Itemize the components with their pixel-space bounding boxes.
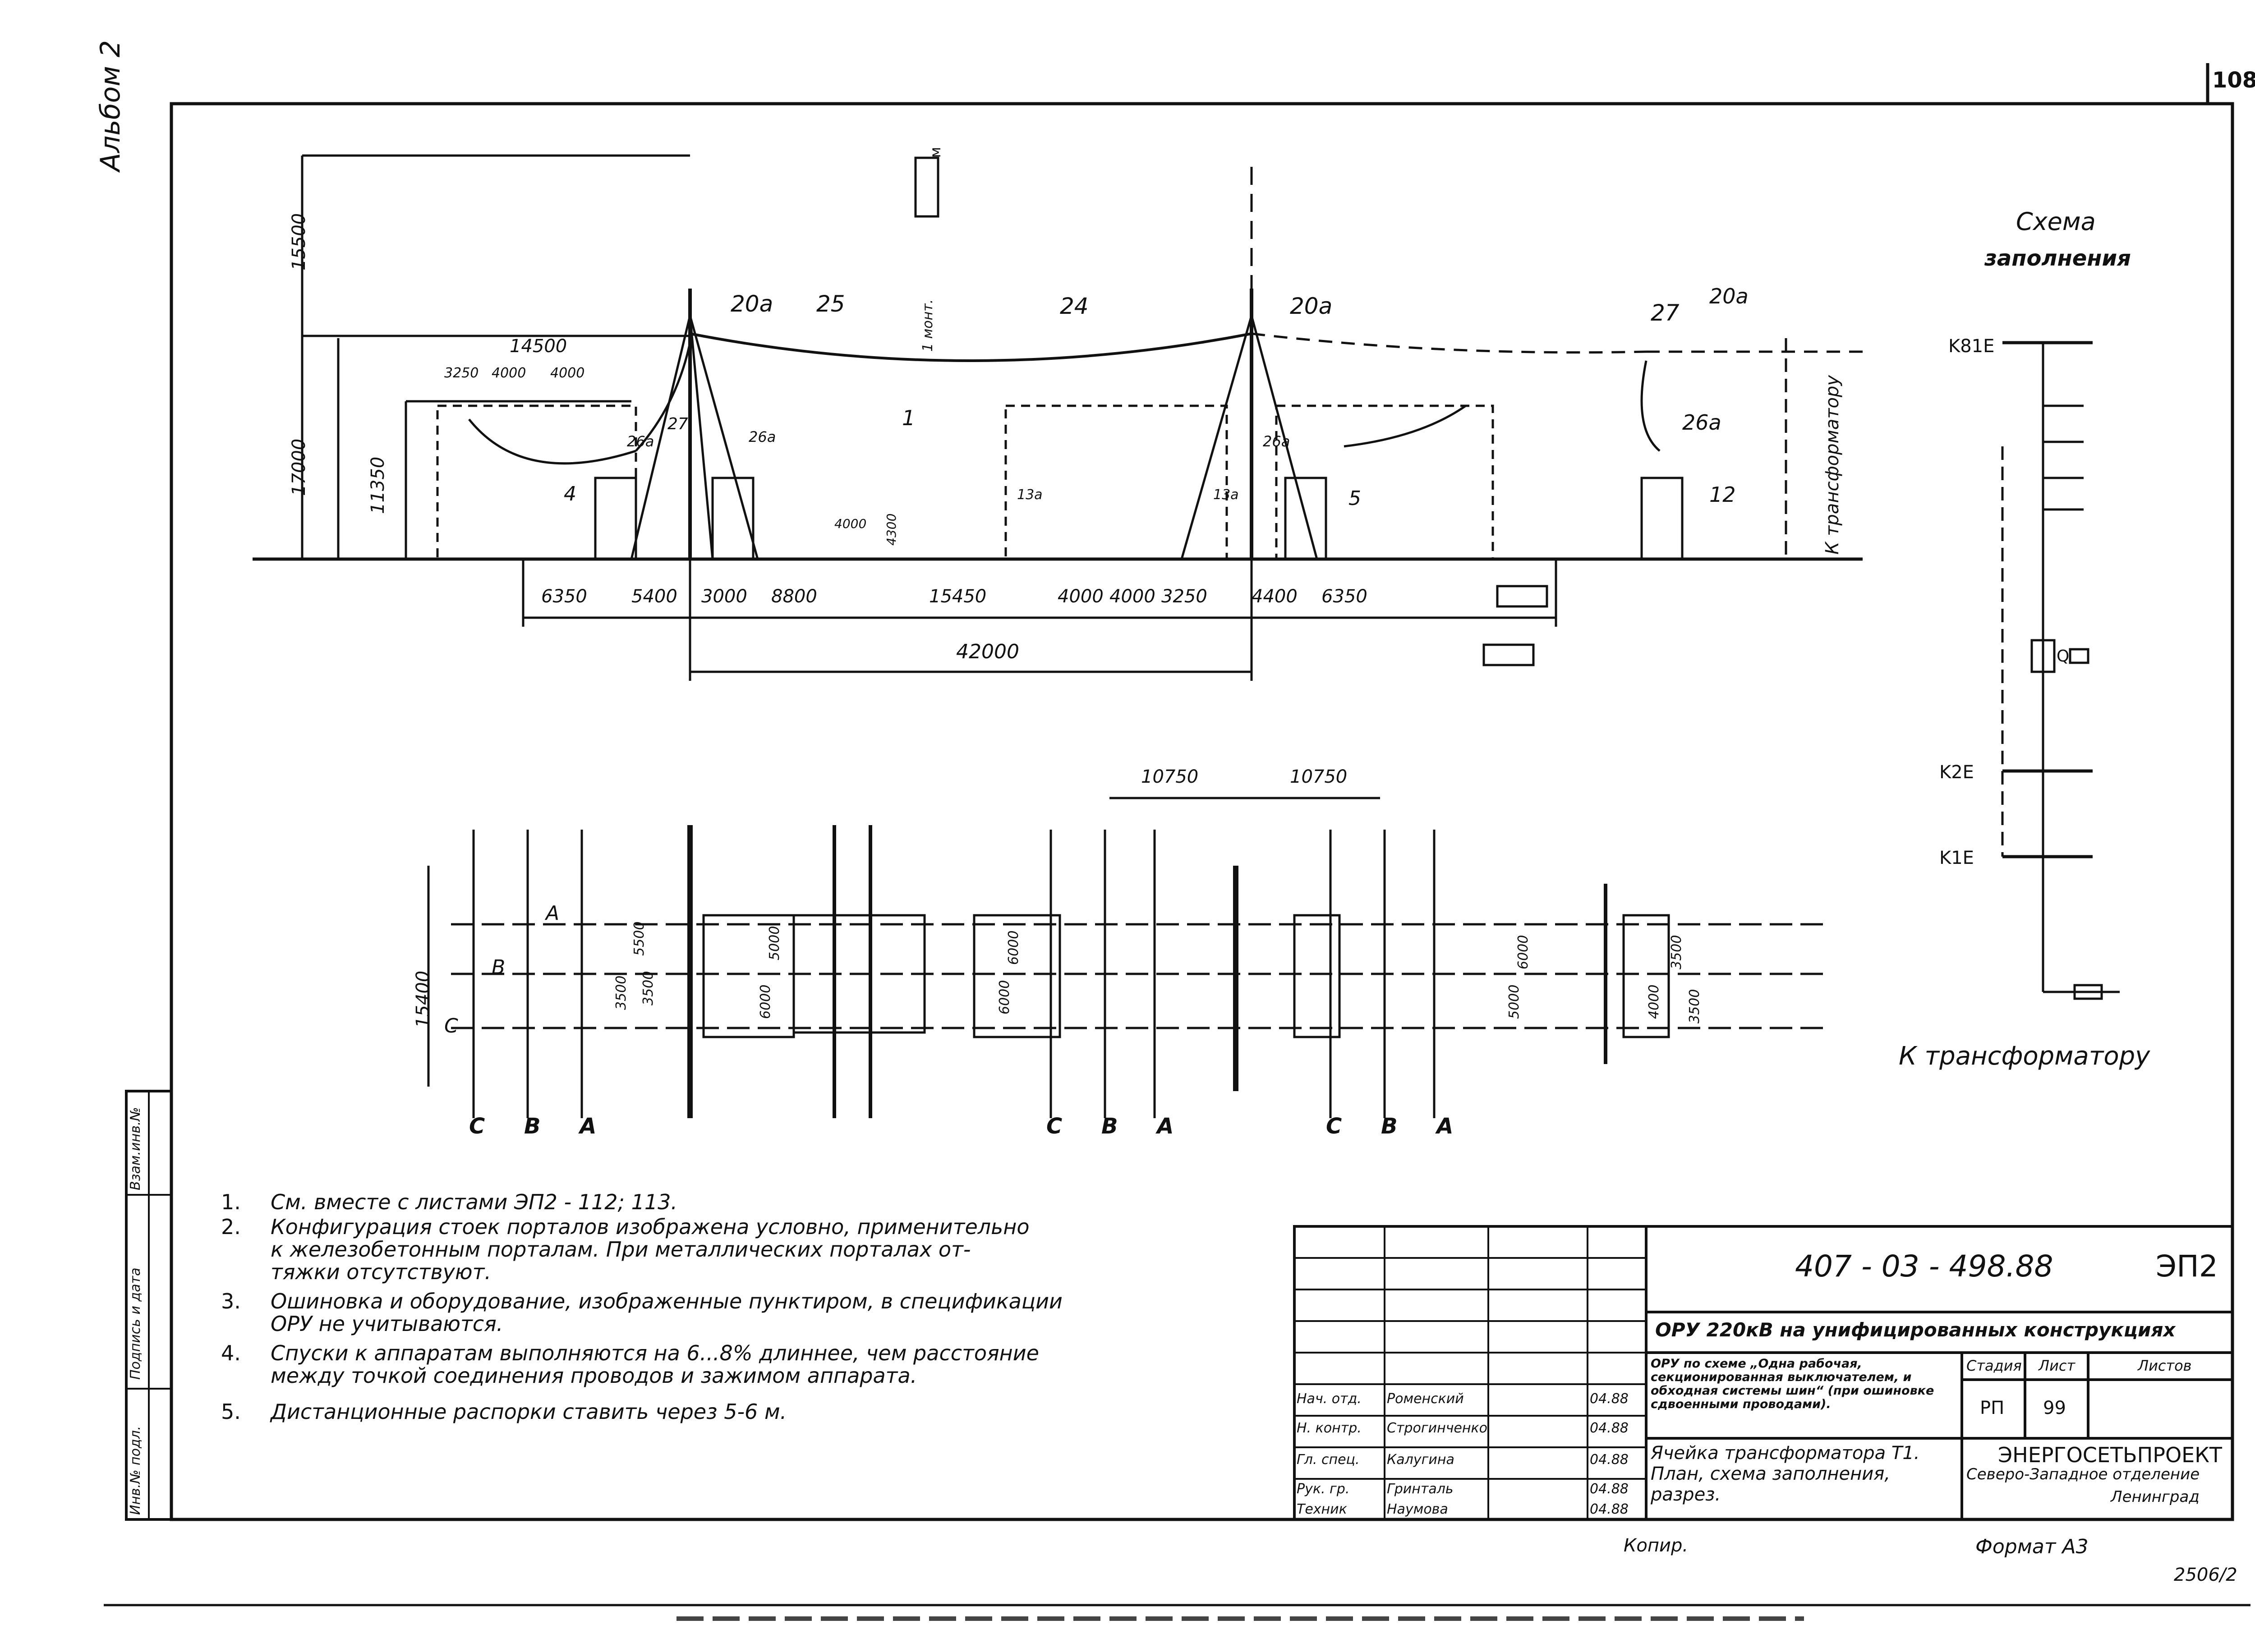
scheme-label: K81E (1948, 336, 1995, 357)
org-name: ЭНЕРГОСЕТЬПРОЕКТ (1998, 1443, 2222, 1467)
callout-label: 25 (816, 291, 845, 317)
sheet-value: 99 (2043, 1398, 2066, 1418)
callout-label: 5 (1348, 487, 1361, 510)
object-name: ОРУ 220кВ на унифицированных конструкция… (1655, 1319, 2176, 1341)
phase-a: A (1436, 1114, 1454, 1139)
callout-label: 27 (1651, 300, 1680, 326)
phase-b: B (1101, 1114, 1118, 1139)
note-line: 5.Дистанционные распорки ставить через 5… (221, 1400, 787, 1424)
callout-label: 24 (1060, 293, 1089, 319)
dim-label: 14500 (510, 336, 567, 357)
phase-group: C B A (1046, 1114, 1174, 1139)
doc-number: 407 - 03 - 498.88 (1795, 1249, 2053, 1284)
sheet-header: Лист (2039, 1357, 2076, 1374)
person-row: Гл. спец. Калугина 04.88 (1297, 1452, 1629, 1468)
phase-a: A (580, 1114, 597, 1139)
scheme-subtitle: заполнения (1984, 246, 2131, 271)
note-line: 2.Конфигурация стоек порталов изображена… (221, 1215, 1030, 1239)
callout-label: 26а (749, 428, 776, 445)
dim-total: 42000 (956, 640, 1019, 663)
dim-label: 5400 (631, 586, 677, 607)
note-line: 3.Ошиновка и оборудование, изображенные … (221, 1289, 1063, 1313)
scheme-label: K1E (1939, 848, 1974, 868)
stage-header: Стадия (1966, 1357, 2022, 1374)
callout-label: 1 (902, 406, 916, 430)
dim-label: 3250 (444, 365, 479, 381)
person-row: Техник Наумова 04.88 (1297, 1501, 1629, 1517)
phase-b: B (524, 1114, 541, 1139)
sheet-page-number: 108 (2212, 68, 2255, 93)
footer-code: 2506/2 (2174, 1565, 2237, 1585)
copied-label: Копир. (1624, 1535, 1689, 1556)
person-row: Рук. гр. Гринталь 04.88 (1297, 1481, 1629, 1497)
note-line: к железобетонным порталам. При металличе… (271, 1237, 971, 1262)
phase-a: A (1157, 1114, 1174, 1139)
callout-label: 20а (1290, 293, 1333, 319)
dim-label: 3250 (1161, 586, 1207, 607)
dim-label: 6350 (1321, 586, 1367, 607)
phase-group: C B A (1326, 1114, 1453, 1139)
stage-value: РП (1980, 1398, 2005, 1418)
dim-label: 4000 (1058, 586, 1104, 607)
phase-label-a: A (546, 902, 560, 925)
callout-label: 26а (1263, 433, 1290, 450)
scheme-to-transformer: К трансформатору (1899, 1042, 2150, 1071)
callout-label: 13а (1017, 487, 1043, 503)
phase-label-b: B (492, 956, 506, 979)
dim-label: 4400 (1252, 586, 1298, 607)
callout-label: 27 (667, 415, 688, 433)
scheme-label: K2E (1939, 762, 1974, 783)
dim-label: 3000 (701, 586, 747, 607)
callout-label: 20а (731, 291, 773, 317)
note-line: ОРУ не учитываются. (271, 1312, 503, 1336)
format-label: Формат А3 (1975, 1535, 2089, 1558)
note-line: между точкой соединения проводов и зажим… (271, 1363, 917, 1388)
dim-label: 8800 (771, 586, 817, 607)
callout-label: 26а (1682, 410, 1721, 435)
phase-group: C B A (469, 1114, 596, 1139)
phase-c: C (1326, 1114, 1342, 1139)
plan-dim: 10750 (1290, 766, 1348, 787)
callout-label: 26а (627, 433, 654, 450)
dim-label: 4000 (492, 365, 526, 381)
note-line: 1.См. вместе с листами ЭП2 - 112; 113. (221, 1190, 678, 1214)
org-city: Ленинград (2111, 1488, 2200, 1506)
org-sub: Северо-Западное отделение (1966, 1465, 2200, 1483)
sheets-header: Листов (2138, 1357, 2192, 1374)
plan-dim: 10750 (1141, 766, 1199, 787)
callout-label: 12 (1709, 482, 1736, 507)
sheet-code: ЭП2 (2156, 1249, 2218, 1284)
callout-label: 20а (1709, 284, 1749, 308)
scheme-title: Схема (2016, 207, 2096, 236)
note-line: 4.Спуски к аппаратам выполняются на 6...… (221, 1341, 1039, 1365)
callout-label: 4000 (834, 516, 867, 531)
dim-label: 6350 (541, 586, 587, 607)
dim-label: 4000 (1109, 586, 1155, 607)
phase-c: C (1046, 1114, 1063, 1139)
scheme-description: ОРУ по схеме „Одна рабочая, секционирова… (1651, 1357, 1934, 1411)
drawing-title: Ячейка трансформатора Т1. План, схема за… (1651, 1443, 1920, 1505)
phase-c: C (469, 1114, 485, 1139)
note-line: тяжки отсутствуют. (271, 1260, 492, 1284)
dim-label: 4000 (550, 365, 585, 381)
person-row: Н. контр. Строгинченко 04.88 (1297, 1420, 1629, 1436)
scheme-label: Q (2057, 647, 2070, 665)
dim-label: 15450 (929, 586, 987, 607)
phase-label-c: C (444, 1014, 458, 1037)
callout-label: 13а (1213, 487, 1239, 503)
callout-label: 4 (564, 482, 576, 505)
person-row: Нач. отд. Роменский 04.88 (1297, 1391, 1629, 1407)
phase-b: B (1381, 1114, 1398, 1139)
